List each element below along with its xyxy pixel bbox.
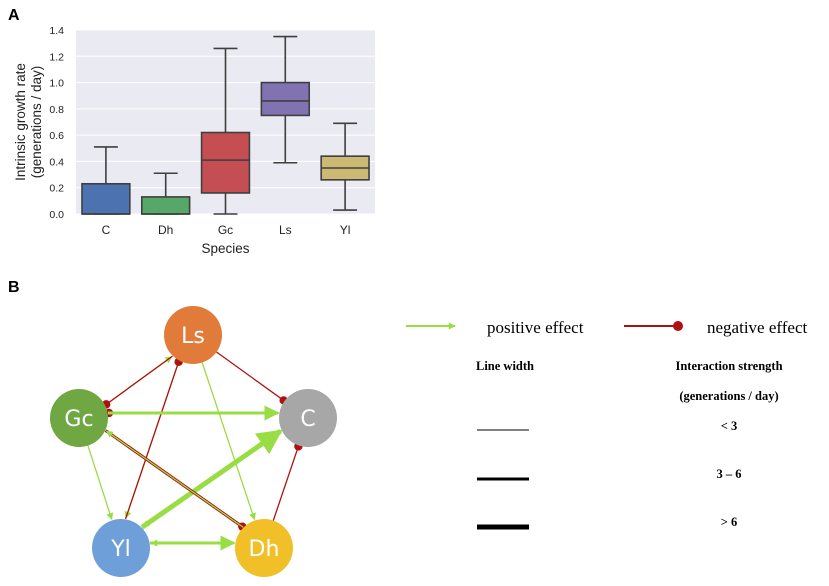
y-tick-label: 1.0 — [49, 78, 64, 90]
edge-ls-to-gc — [105, 355, 173, 405]
legend-line-width-header: Line width — [476, 359, 534, 373]
x-tick-labels: C Dh Gc Ls Yl — [102, 223, 351, 237]
node-label: Yl — [110, 537, 131, 562]
x-tick-label: Ls — [279, 223, 292, 237]
legend-row-1-label: < 3 — [721, 419, 738, 433]
y-axis-title-line1: Intrinsic growth rate — [13, 63, 28, 181]
legend-row-2-label: 3 – 6 — [717, 467, 742, 481]
x-tick-label: Dh — [158, 223, 173, 237]
node-circle — [235, 519, 293, 577]
box-dh — [140, 172, 191, 215]
node-circle — [92, 519, 150, 577]
x-tick-label: C — [102, 223, 111, 237]
node-label: Dh — [249, 537, 280, 562]
y-tick-label: 1.2 — [49, 51, 64, 63]
node-label: C — [300, 407, 315, 432]
node-circle — [50, 389, 108, 447]
edge-yl-to-c — [140, 428, 283, 530]
y-axis-title: Intrinsic growth rate (generations / day… — [13, 63, 44, 181]
y-tick-label: 0.8 — [49, 104, 64, 116]
legend: positive effect negative effect Line wid… — [406, 318, 807, 530]
edge-dh-to-gc — [105, 430, 244, 528]
node-circle — [164, 306, 222, 364]
node-gc: Gc — [50, 389, 108, 447]
x-tick-label: Yl — [340, 223, 351, 237]
edge-ls-to-c — [216, 351, 285, 401]
boxplot-chart: 0.0 0.2 0.4 0.6 0.8 1.0 1.2 1.4 C Dh Gc Ls Yl Speci… — [13, 25, 375, 256]
node-ls: Ls — [164, 306, 222, 364]
legend-row-3-label: > 6 — [721, 515, 738, 529]
y-tick-label: 1.4 — [49, 25, 64, 37]
box-iqr — [200, 131, 251, 194]
edge-ls-to-dh — [201, 362, 256, 521]
legend-positive-label: positive effect — [487, 318, 584, 337]
x-axis-title: Species — [201, 241, 249, 256]
edge-dh-to-c — [272, 446, 299, 521]
legend-strength-units: (generations / day) — [679, 389, 778, 403]
edge-gc-to-yl — [87, 445, 114, 521]
box-gc — [200, 47, 251, 215]
box-yl — [320, 122, 370, 211]
node-circle — [279, 389, 337, 447]
y-tick-label: 0.6 — [49, 130, 64, 142]
panel-b-label: B — [8, 279, 20, 296]
box-c — [81, 146, 131, 215]
legend-negative-label: negative effect — [707, 318, 807, 337]
y-tick-label: 0.4 — [49, 156, 64, 168]
node-c: C — [279, 389, 337, 447]
panel-a-label: A — [8, 7, 20, 24]
y-tick-label: 0.2 — [49, 183, 64, 195]
y-tick-labels: 0.0 0.2 0.4 0.6 0.8 1.0 1.2 1.4 — [49, 25, 64, 221]
legend-negative-dot — [673, 321, 683, 331]
node-dh: Dh — [235, 519, 293, 577]
y-axis-title-line2: (generations / day) — [29, 66, 44, 179]
node-yl: Yl — [92, 519, 150, 577]
y-tick-label: 0.0 — [49, 209, 64, 221]
node-label: Gc — [64, 407, 93, 432]
edge-yl-to-ls — [124, 361, 180, 520]
legend-strength-header: Interaction strength — [675, 359, 782, 373]
box-iqr — [81, 182, 131, 215]
network-edges — [87, 351, 303, 551]
box-iqr — [260, 81, 311, 117]
x-tick-label: Gc — [218, 223, 233, 237]
box-ls — [260, 35, 311, 164]
node-label: Ls — [181, 324, 205, 349]
boxes — [81, 35, 370, 215]
box-iqr — [140, 196, 191, 215]
